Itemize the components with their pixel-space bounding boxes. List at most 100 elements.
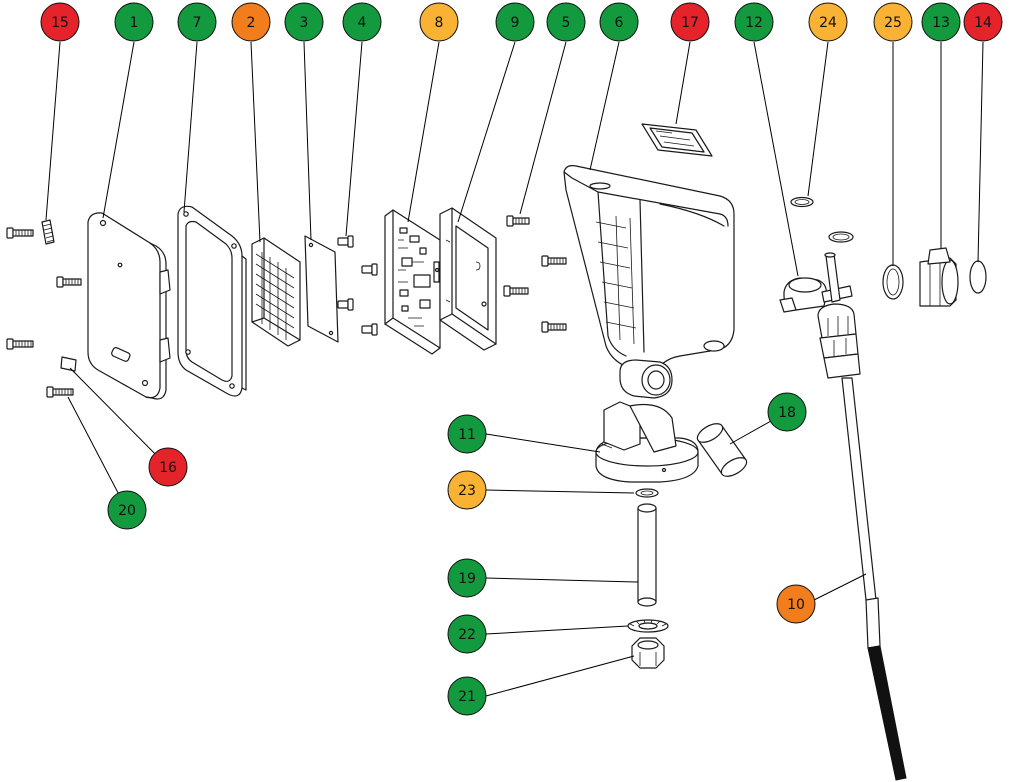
seal-ring-14 bbox=[969, 260, 987, 294]
cable-gland-10 bbox=[817, 252, 907, 781]
callout-number: 17 bbox=[681, 15, 699, 31]
callout-circle bbox=[495, 2, 535, 42]
callout-circle bbox=[447, 558, 487, 598]
callout-25: 25 bbox=[873, 2, 913, 42]
o-ring-25 bbox=[882, 264, 904, 300]
callout-circle bbox=[808, 2, 848, 42]
callout-number: 20 bbox=[118, 503, 136, 519]
callout-number: 1 bbox=[130, 15, 139, 31]
callout-circle bbox=[921, 2, 961, 42]
callout-circle bbox=[231, 2, 271, 42]
callout-number: 2 bbox=[247, 15, 256, 31]
label-15 bbox=[41, 219, 55, 245]
callout-circle bbox=[284, 2, 324, 42]
callout-circle bbox=[447, 470, 487, 510]
base-mount-11 bbox=[595, 401, 699, 483]
callout-17: 17 bbox=[670, 2, 710, 42]
callout-20: 20 bbox=[107, 490, 147, 530]
callout-number: 3 bbox=[300, 15, 309, 31]
clamp-12 bbox=[779, 277, 853, 313]
gland-nut-13 bbox=[919, 247, 959, 307]
callout-number: 23 bbox=[458, 483, 476, 499]
callout-circle bbox=[546, 2, 586, 42]
pcb-frame-9 bbox=[439, 207, 497, 351]
housing-6 bbox=[563, 165, 735, 399]
callout-14: 14 bbox=[963, 2, 1003, 42]
callout-circle bbox=[447, 614, 487, 654]
callout-19: 19 bbox=[447, 558, 487, 598]
callout-23: 23 bbox=[447, 470, 487, 510]
screws-5 bbox=[503, 215, 567, 333]
callout-number: 12 bbox=[745, 15, 763, 31]
callout-number: 19 bbox=[458, 571, 476, 587]
callout-number: 9 bbox=[511, 15, 520, 31]
gasket-7 bbox=[177, 205, 247, 397]
callout-12: 12 bbox=[734, 2, 774, 42]
cylinder-18 bbox=[696, 423, 748, 477]
callout-circle bbox=[767, 392, 807, 432]
callout-number: 8 bbox=[435, 15, 444, 31]
callout-4: 4 bbox=[342, 2, 382, 42]
callout-number: 16 bbox=[159, 460, 177, 476]
callout-number: 15 bbox=[51, 15, 69, 31]
callout-number: 24 bbox=[819, 15, 837, 31]
callout-number: 4 bbox=[358, 15, 367, 31]
parts-drawing bbox=[6, 123, 987, 781]
callout-number: 22 bbox=[458, 627, 476, 643]
callout-18: 18 bbox=[767, 392, 807, 432]
callout-13: 13 bbox=[921, 2, 961, 42]
callout-11: 11 bbox=[447, 414, 487, 454]
callout-circle bbox=[40, 2, 80, 42]
callout-circle bbox=[177, 2, 217, 42]
nut-21 bbox=[631, 637, 665, 669]
callout-number: 21 bbox=[458, 689, 476, 705]
callout-number: 6 bbox=[615, 15, 624, 31]
callout-circle bbox=[148, 447, 188, 487]
callout-16: 16 bbox=[148, 447, 188, 487]
washer-23 bbox=[635, 488, 659, 498]
callout-circle bbox=[107, 490, 147, 530]
callout-circle bbox=[447, 676, 487, 716]
callout-6: 6 bbox=[599, 2, 639, 42]
screw-left-bottom bbox=[6, 338, 34, 350]
callout-circle bbox=[873, 2, 913, 42]
callout-number: 11 bbox=[458, 427, 476, 443]
o-ring-24 bbox=[790, 196, 814, 208]
callout-24: 24 bbox=[808, 2, 848, 42]
callout-1: 1 bbox=[114, 2, 154, 42]
callout-circle bbox=[776, 584, 816, 624]
callout-3: 3 bbox=[284, 2, 324, 42]
callout-circle bbox=[734, 2, 774, 42]
keypad-module-2 bbox=[251, 237, 301, 347]
label-16 bbox=[60, 356, 77, 372]
callout-9: 9 bbox=[495, 2, 535, 42]
callout-15: 15 bbox=[40, 2, 80, 42]
callout-number: 10 bbox=[787, 597, 805, 613]
callout-number: 25 bbox=[884, 15, 902, 31]
callout-number: 13 bbox=[932, 15, 950, 31]
label-17 bbox=[641, 123, 713, 157]
pcb-8 bbox=[384, 209, 441, 355]
screw-left-top bbox=[6, 227, 34, 239]
callout-2: 2 bbox=[231, 2, 271, 42]
callout-number: 5 bbox=[562, 15, 571, 31]
callout-circle bbox=[447, 414, 487, 454]
callout-circle bbox=[670, 2, 710, 42]
callout-circle bbox=[963, 2, 1003, 42]
screw-left-middle bbox=[56, 276, 82, 288]
callout-number: 18 bbox=[778, 405, 796, 421]
pin-19 bbox=[637, 503, 657, 607]
screw-20 bbox=[46, 386, 74, 398]
lock-washer-22 bbox=[627, 619, 669, 633]
callout-number: 14 bbox=[974, 15, 992, 31]
callout-8: 8 bbox=[419, 2, 459, 42]
callout-circle bbox=[599, 2, 639, 42]
cover-plate-1 bbox=[87, 212, 171, 400]
callout-circle bbox=[419, 2, 459, 42]
callout-21: 21 bbox=[447, 676, 487, 716]
callout-10: 10 bbox=[776, 584, 816, 624]
callout-22: 22 bbox=[447, 614, 487, 654]
callout-number: 7 bbox=[193, 15, 202, 31]
